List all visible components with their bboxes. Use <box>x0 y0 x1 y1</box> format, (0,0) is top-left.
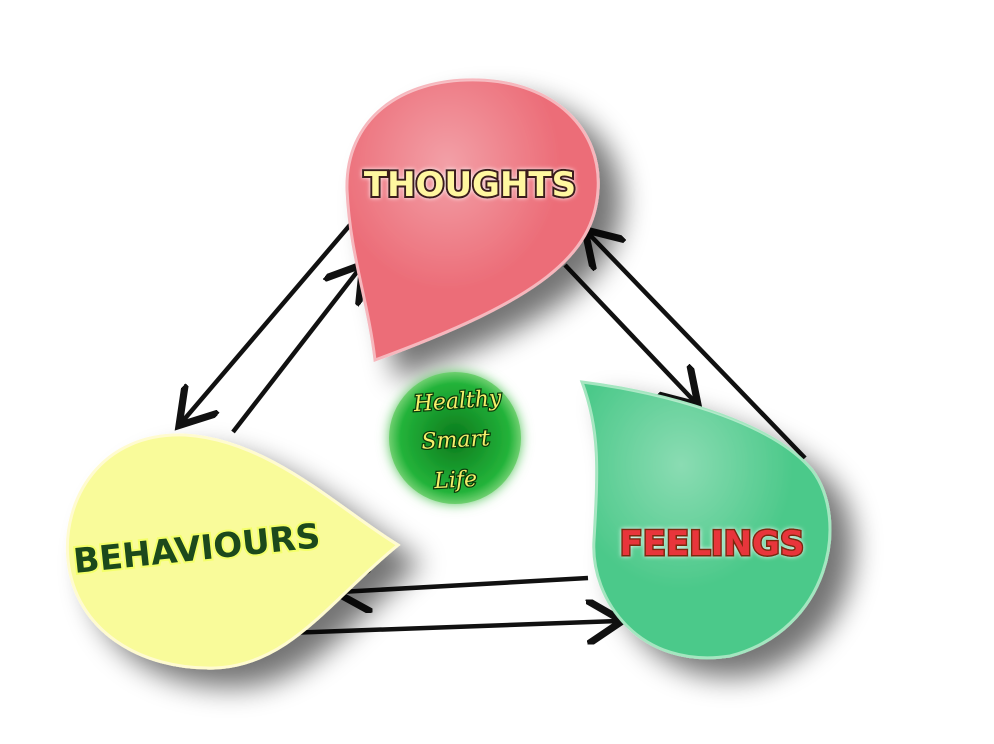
center-line-2: Smart <box>421 426 491 455</box>
thoughts-shine <box>346 79 599 360</box>
thoughts-node: THOUGHTS <box>345 78 600 363</box>
center-badge: Healthy Smart Life <box>389 372 521 504</box>
arrow-feelings-to-thoughts <box>588 233 807 460</box>
feelings-shine <box>582 382 830 658</box>
behaviours-drop-shape <box>65 433 401 670</box>
center-circle <box>389 372 521 504</box>
arrows <box>182 223 807 633</box>
feelings-node: FEELINGS <box>579 380 832 660</box>
arrow-feelings-to-behaviours <box>340 578 589 592</box>
arrow-behaviours-to-thoughts <box>231 268 360 434</box>
center-line-3: Life <box>433 467 478 494</box>
center-line-1: Healthy <box>412 386 503 417</box>
arrow-thoughts-to-feelings <box>563 263 695 402</box>
thoughts-label: THOUGHTS <box>364 165 576 205</box>
behaviours-node: BEHAVIOURS <box>65 433 401 670</box>
feelings-label: FEELINGS <box>620 524 805 564</box>
arrow-thoughts-to-behaviours <box>182 223 352 422</box>
arrow-behaviours-to-feelings <box>286 621 618 633</box>
